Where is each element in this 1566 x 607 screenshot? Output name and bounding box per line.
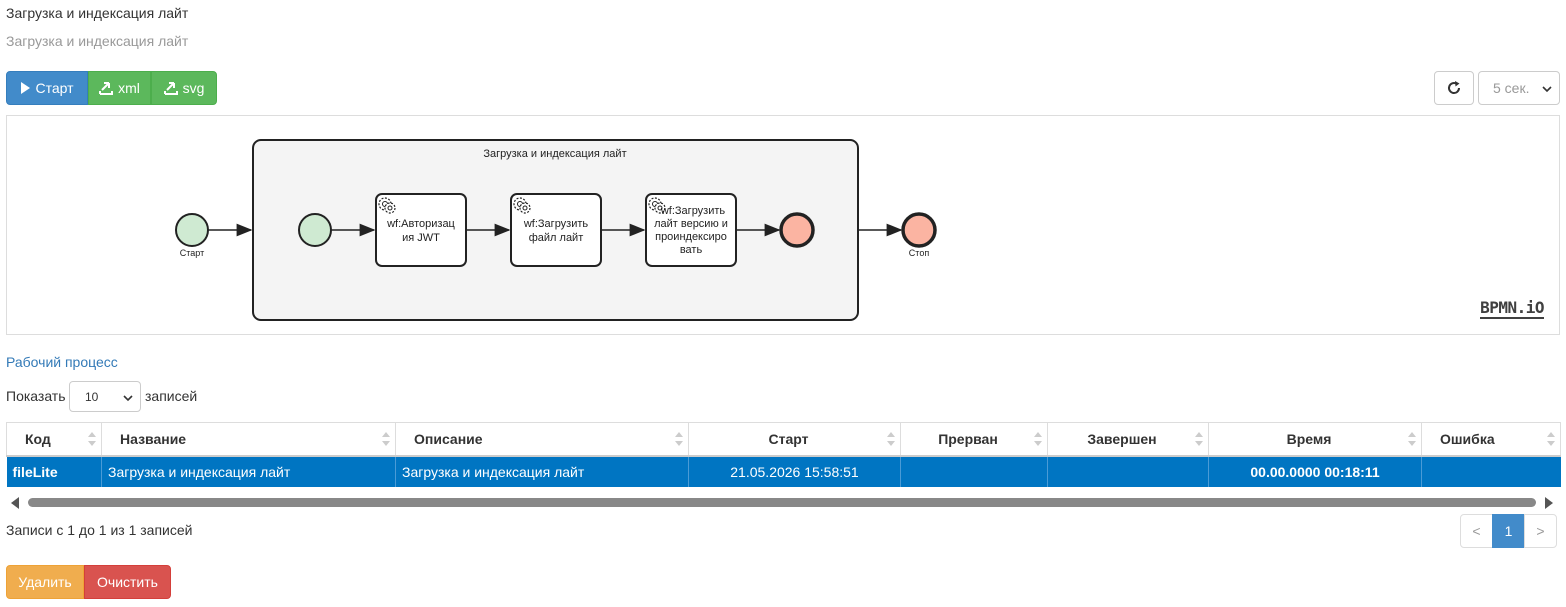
sort-icon bbox=[1547, 432, 1555, 446]
horizontal-scrollbar[interactable] bbox=[6, 492, 1560, 512]
play-icon bbox=[21, 82, 31, 94]
refresh-interval-select[interactable]: 5 сек. bbox=[1478, 71, 1560, 105]
refresh-interval-value: 5 сек. bbox=[1493, 80, 1530, 96]
pagination-page[interactable]: 1 bbox=[1492, 514, 1525, 548]
table-header-row: Код Название Описание Старт Прерван Заве… bbox=[6, 422, 1561, 457]
export-icon bbox=[99, 82, 114, 95]
inner-start-event[interactable] bbox=[298, 213, 332, 247]
cell-description: Загрузка и индексация лайт bbox=[395, 455, 689, 487]
chevron-down-icon bbox=[123, 395, 133, 402]
sort-icon bbox=[1195, 432, 1203, 446]
task-upload-and-index-line4: вать bbox=[680, 244, 703, 256]
page-size-select[interactable]: 10 bbox=[69, 381, 141, 412]
task-authorize-jwt-line2: ия JWT bbox=[402, 232, 440, 244]
sort-icon bbox=[675, 432, 683, 446]
task-upload-and-index-line1: wf:Загрузить bbox=[660, 205, 726, 217]
records-label: записей bbox=[145, 388, 198, 404]
bpmn-diagram[interactable]: Загрузка и индексация лайт Старт wf:Авто… bbox=[6, 115, 1560, 335]
task-upload-file-line2: файл лайт bbox=[529, 232, 584, 244]
export-svg-label: svg bbox=[182, 80, 205, 96]
start-button-label: Старт bbox=[35, 80, 74, 96]
sort-icon bbox=[1034, 432, 1042, 446]
cell-interrupted bbox=[900, 455, 1048, 487]
bpmn-canvas: Загрузка и индексация лайт Старт wf:Авто… bbox=[175, 139, 937, 321]
page-size-value: 10 bbox=[85, 390, 99, 404]
task-authorize-jwt-line1: wf:Авторизац bbox=[386, 218, 455, 230]
end-event-label: Стоп bbox=[909, 248, 930, 258]
column-header-start[interactable]: Старт bbox=[688, 422, 901, 457]
export-svg-button[interactable]: svg bbox=[151, 71, 217, 105]
page-title: Загрузка и индексация лайт bbox=[6, 5, 189, 21]
sort-icon bbox=[88, 432, 96, 446]
sort-icon bbox=[382, 432, 390, 446]
page-subtitle: Загрузка и индексация лайт bbox=[6, 33, 189, 49]
export-xml-label: xml bbox=[118, 80, 140, 96]
cell-code: fileLite bbox=[6, 455, 102, 487]
sort-icon bbox=[887, 432, 895, 446]
start-event-label: Старт bbox=[180, 248, 204, 258]
inner-end-event[interactable] bbox=[779, 212, 815, 248]
sort-icon bbox=[1408, 432, 1416, 446]
gear-icon bbox=[513, 197, 531, 214]
column-header-time[interactable]: Время bbox=[1208, 422, 1422, 457]
bpmn-io-logo[interactable]: BPMN.iO bbox=[1480, 298, 1544, 319]
export-xml-button[interactable]: xml bbox=[88, 71, 151, 105]
task-upload-and-index-line3: проиндексиро bbox=[655, 231, 727, 243]
task-upload-file-line1: wf:Загрузить bbox=[523, 218, 589, 230]
chevron-down-icon bbox=[1542, 86, 1552, 93]
table-info: Записи с 1 до 1 из 1 записей bbox=[6, 522, 193, 538]
cell-error bbox=[1421, 455, 1561, 487]
end-event[interactable] bbox=[901, 212, 937, 248]
scroll-left-icon[interactable] bbox=[10, 497, 20, 509]
start-event[interactable] bbox=[175, 213, 209, 247]
column-header-code[interactable]: Код bbox=[6, 422, 102, 457]
cell-time: 00.00.0000 00:18:11 bbox=[1208, 455, 1422, 487]
scrollbar-thumb[interactable] bbox=[28, 498, 1536, 507]
task-upload-and-index-line2: лайт версию и bbox=[654, 218, 728, 230]
column-header-name[interactable]: Название bbox=[101, 422, 396, 457]
subprocess-label: Загрузка и индексация лайт bbox=[483, 148, 626, 160]
refresh-icon bbox=[1448, 81, 1461, 94]
column-header-interrupted[interactable]: Прерван bbox=[900, 422, 1048, 457]
refresh-button[interactable] bbox=[1434, 71, 1474, 105]
column-header-error[interactable]: Ошибка bbox=[1421, 422, 1561, 457]
delete-button[interactable]: Удалить bbox=[6, 565, 84, 599]
start-button[interactable]: Старт bbox=[6, 71, 88, 105]
column-header-finished[interactable]: Завершен bbox=[1047, 422, 1209, 457]
gear-icon bbox=[648, 197, 666, 214]
show-label: Показать bbox=[6, 388, 66, 404]
workflow-table: Код Название Описание Старт Прерван Заве… bbox=[6, 422, 1561, 487]
export-icon bbox=[163, 82, 178, 95]
scroll-right-icon[interactable] bbox=[1544, 497, 1554, 509]
pagination-prev[interactable]: < bbox=[1460, 514, 1493, 548]
workflow-link[interactable]: Рабочий процесс bbox=[6, 354, 118, 370]
table-row[interactable]: fileLite Загрузка и индексация лайт Загр… bbox=[6, 455, 1561, 487]
gear-icon bbox=[378, 197, 396, 214]
pagination: < 1 > bbox=[1460, 514, 1557, 548]
cell-start: 21.05.2026 15:58:51 bbox=[688, 455, 901, 487]
cell-name: Загрузка и индексация лайт bbox=[101, 455, 396, 487]
column-header-description[interactable]: Описание bbox=[395, 422, 689, 457]
pagination-next[interactable]: > bbox=[1524, 514, 1557, 548]
cell-finished bbox=[1047, 455, 1209, 487]
clear-button[interactable]: Очистить bbox=[84, 565, 171, 599]
